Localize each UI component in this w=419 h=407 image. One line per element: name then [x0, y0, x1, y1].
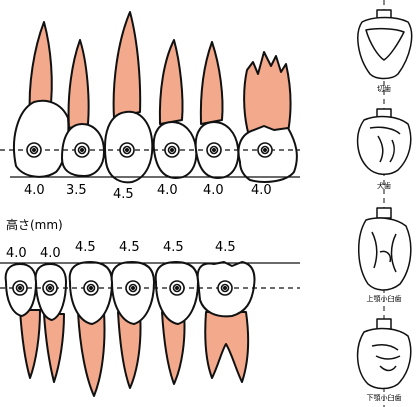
- canine-outline: [358, 117, 411, 175]
- upper-height-label-6: 4.0: [251, 184, 272, 197]
- upper-height-label-1: 4.0: [24, 184, 45, 197]
- upper-bracket-4: [165, 143, 179, 157]
- lower-premolar-label: 下顎小臼歯: [367, 395, 402, 402]
- lower-bracket-2: [43, 281, 57, 295]
- incisor-label: 切歯: [377, 86, 391, 93]
- upper-premolar-outline: [359, 218, 411, 290]
- lower-bracket-5: [170, 281, 184, 295]
- lower-root-1: [20, 310, 40, 378]
- upper-root-3: [114, 12, 141, 118]
- upper-roots: [30, 12, 291, 132]
- lower-height-label-4: 4.5: [119, 241, 140, 254]
- upper-height-label-4: 4.0: [157, 184, 178, 197]
- lower-root-2: [44, 314, 64, 382]
- upper-bracket-2: [75, 143, 89, 157]
- lower-height-label-3: 4.5: [75, 241, 96, 254]
- lower-height-label-6: 4.5: [215, 241, 236, 254]
- upper-bracket-1: [27, 143, 41, 157]
- lower-bracket-3: [84, 281, 98, 295]
- lower-premolar-bracket: [377, 319, 391, 329]
- incisor-side-view: [358, 10, 412, 79]
- upper-premolar-bracket: [377, 208, 391, 218]
- lower-height-label-1: 4.0: [6, 247, 27, 260]
- canine-label: 犬歯: [377, 183, 391, 190]
- upper-root-2: [69, 40, 89, 128]
- lower-height-label-2: 4.0: [40, 247, 61, 260]
- upper-bracket-6: [258, 143, 272, 157]
- upper-bracket-5: [207, 143, 221, 157]
- lower-bracket-1: [13, 281, 27, 295]
- incisor-outline: [358, 18, 412, 79]
- upper-premolar-label: 上顎小臼歯: [367, 296, 402, 303]
- lower-height-label-5: 4.5: [163, 241, 184, 254]
- side-views: [358, 0, 412, 407]
- upper-crown-1: [14, 101, 68, 177]
- height-caption: 高さ(mm): [6, 219, 63, 231]
- upper-root-5: [201, 42, 223, 124]
- lower-arch: [0, 262, 300, 396]
- upper-height-label-3: 4.5: [113, 188, 134, 201]
- upper-height-label-5: 4.0: [203, 184, 224, 197]
- canine-side-view: [358, 109, 411, 174]
- lower-bracket-6: [218, 281, 232, 295]
- upper-height-label-2: 3.5: [66, 184, 87, 197]
- upper-arch: [0, 12, 300, 182]
- upper-premolar-side-view: [359, 208, 411, 290]
- lower-bracket-4: [126, 281, 140, 295]
- lower-root-6: [205, 312, 248, 382]
- lower-premolar-side-view: [358, 319, 411, 389]
- upper-root-6: [244, 52, 290, 132]
- upper-root-4: [160, 40, 183, 124]
- upper-bracket-3: [120, 143, 134, 157]
